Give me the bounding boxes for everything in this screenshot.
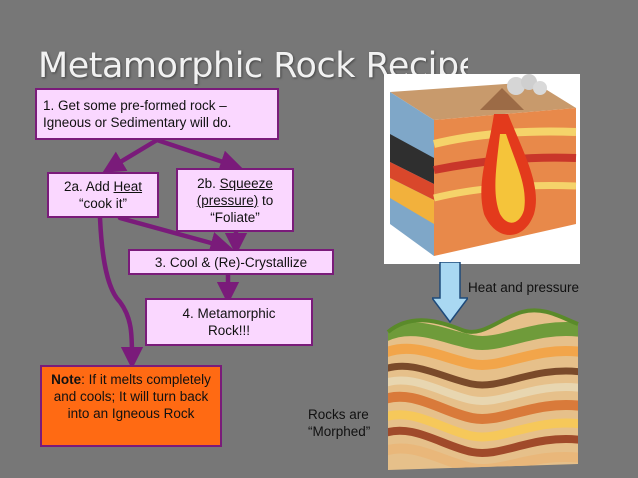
rocks-are-text: Rocks are	[308, 407, 369, 422]
step4-line2: Rock!!!	[207, 323, 250, 338]
step2b-prefix: 2b.	[197, 175, 220, 191]
arrow-2a-to-3	[117, 215, 233, 254]
note-box: Note: If it melts completely and cools; …	[40, 365, 222, 447]
down-arrow-icon	[432, 262, 468, 324]
step1-box: 1. Get some pre-formed rock – Igneous or…	[35, 88, 279, 140]
step4-box: 4. Metamorphic Rock!!!	[145, 298, 313, 346]
arrow-step1-to-2a	[102, 137, 160, 173]
morphed-text: “Morphed”	[308, 424, 371, 439]
heat-pressure-label: Heat and pressure	[468, 280, 580, 295]
step2b-foliate: “Foliate”	[210, 209, 260, 225]
step1-text: 1. Get some pre-formed rock – Igneous or…	[43, 98, 232, 130]
step2b-squeeze: Squeeze	[219, 175, 273, 191]
folded-rock-layers-illustration	[386, 308, 579, 470]
arrow-2a-to-note	[97, 215, 144, 370]
step3-text: 3. Cool & (Re)-Crystallize	[154, 254, 308, 270]
note-text: : If it melts completely and cools; It w…	[53, 372, 211, 421]
step4-line1: 4. Metamorphic	[182, 306, 276, 321]
step2a-heat: Heat	[113, 179, 143, 194]
volcano-block-illustration	[384, 74, 580, 264]
step2b-box: 2b. Squeeze (pressure) to “Foliate”	[176, 168, 294, 232]
step2a-prefix: 2a. Add	[63, 179, 114, 194]
rocks-morphed-label: Rocks are “Morphed”	[308, 406, 370, 440]
arrow-step1-to-2b	[154, 137, 243, 173]
step2b-pressure: (pressure)	[196, 192, 259, 208]
step3-box: 3. Cool & (Re)-Crystallize	[128, 249, 334, 275]
step2a-box: 2a. Add Heat “cook it”	[47, 172, 159, 218]
step2a-cook: “cook it”	[78, 196, 127, 211]
step2b-to: to	[258, 192, 274, 208]
note-bold: Note	[51, 372, 82, 387]
